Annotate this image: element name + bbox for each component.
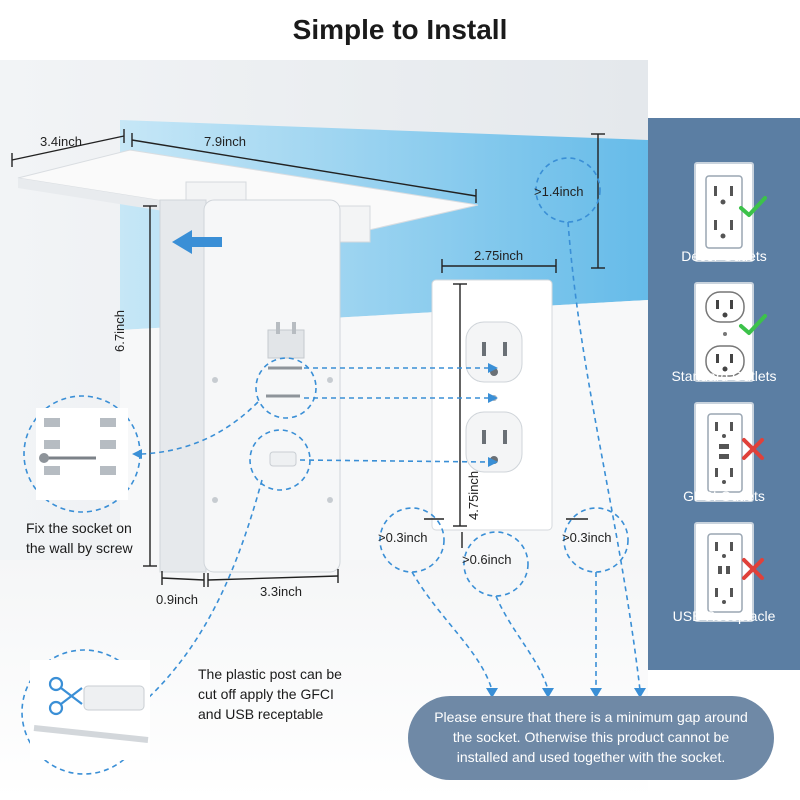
caption-plastic-post: The plastic post can be cut off apply th… [198,666,342,722]
receptacle-top [465,321,523,383]
label-gap-bottom: >0.6inch [462,552,512,567]
label-gap-right: >0.3inch [562,530,612,545]
plastic-post [269,451,297,467]
outlet-label-gfci: GFCI Outlets [683,488,765,504]
outlet-label-standard: Standard Outlets [671,368,777,384]
slide-arrow-icon [172,230,222,254]
label-plate-width: 2.75inch [474,248,524,263]
body-screw-hole [212,377,218,383]
gap-notice: Please ensure that there is a minimum ga… [408,696,774,780]
gfci-outlet-card [694,402,754,502]
decor-outlet-card [694,162,754,262]
usb-receptacle-card [694,522,754,622]
outlet-label-decor: Decor Outlets [681,248,767,264]
screw-zoom-inset [36,408,128,500]
label-gap-left: >0.3inch [378,530,428,545]
post-zoom-inset [30,660,150,760]
cross-icon [742,558,764,580]
label-shelf-width: 7.9inch [204,134,246,149]
label-bottom-width: 3.3inch [260,584,302,599]
label-gap-top: >1.4inch [534,184,584,199]
label-bottom-depth: 0.9inch [156,592,198,607]
body-plug [267,329,305,359]
outlet-compatibility-panel: Decor Outlets Standard Outlets [648,118,800,670]
standard-outlet-card [694,282,754,382]
scissors-icon [48,676,83,716]
receptacle-bottom [465,411,523,473]
outlet-shelf-body-side [159,199,207,573]
wall-plate [431,279,553,531]
cross-icon [742,438,764,460]
page-title: Simple to Install [292,14,508,45]
caption-screw: Fix the socket on the wall by screw [26,520,133,556]
label-plate-height: 4.75inch [466,470,481,520]
label-body-height: 6.7inch [112,310,127,352]
outlet-shelf-body [203,199,341,573]
label-shelf-depth: 3.4inch [40,134,82,149]
check-icon [739,196,767,217]
check-icon [739,314,767,335]
outlet-label-usb: USB Receptacle [672,608,776,624]
